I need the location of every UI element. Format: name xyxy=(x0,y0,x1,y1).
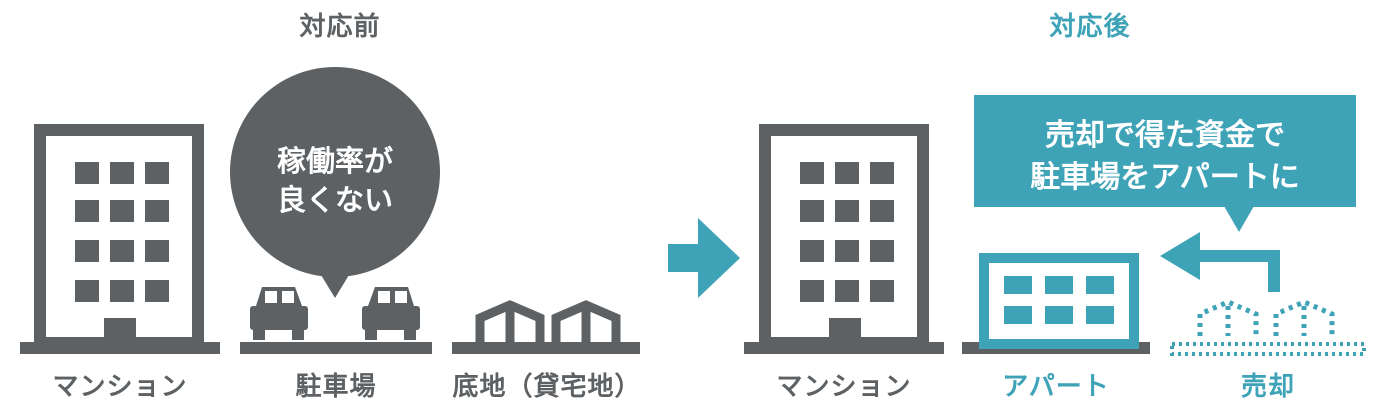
label-mansion-after: マンション xyxy=(776,372,912,402)
apartment-building-icon xyxy=(979,253,1139,349)
car-icon-right xyxy=(362,287,420,340)
callout-text-line-1: 売却で得た資金で xyxy=(1045,118,1285,153)
sale-return-arrow-icon xyxy=(1160,232,1280,292)
bubble-text-line-1: 稼働率が xyxy=(276,144,393,178)
low-occupancy-bubble xyxy=(230,67,440,298)
bubble-text-line-2: 良くない xyxy=(276,183,393,217)
label-leased-land: 底地（貸宅地） xyxy=(452,372,642,402)
ground-line-sold xyxy=(1170,342,1366,356)
label-mansion-before: マンション xyxy=(52,372,188,402)
leased-land-houses-icon xyxy=(475,300,621,342)
mansion-building-after-icon xyxy=(759,124,929,349)
mansion-building-icon xyxy=(34,124,204,349)
car-icon-left xyxy=(250,287,308,340)
ground-line-land xyxy=(452,342,640,354)
transition-arrow-icon xyxy=(668,218,740,298)
callout-text-line-2: 駐車場をアパートに xyxy=(1030,160,1300,195)
label-apartment: アパート xyxy=(1002,372,1110,402)
callout-box xyxy=(974,95,1356,232)
sold-land-dotted-icon xyxy=(1197,299,1335,336)
after-heading: 対応後 xyxy=(1049,12,1131,42)
ground-line-parking xyxy=(240,342,432,354)
before-heading: 対応前 xyxy=(299,12,381,42)
label-sold: 売却 xyxy=(1240,372,1295,402)
label-parking: 駐車場 xyxy=(295,372,377,402)
